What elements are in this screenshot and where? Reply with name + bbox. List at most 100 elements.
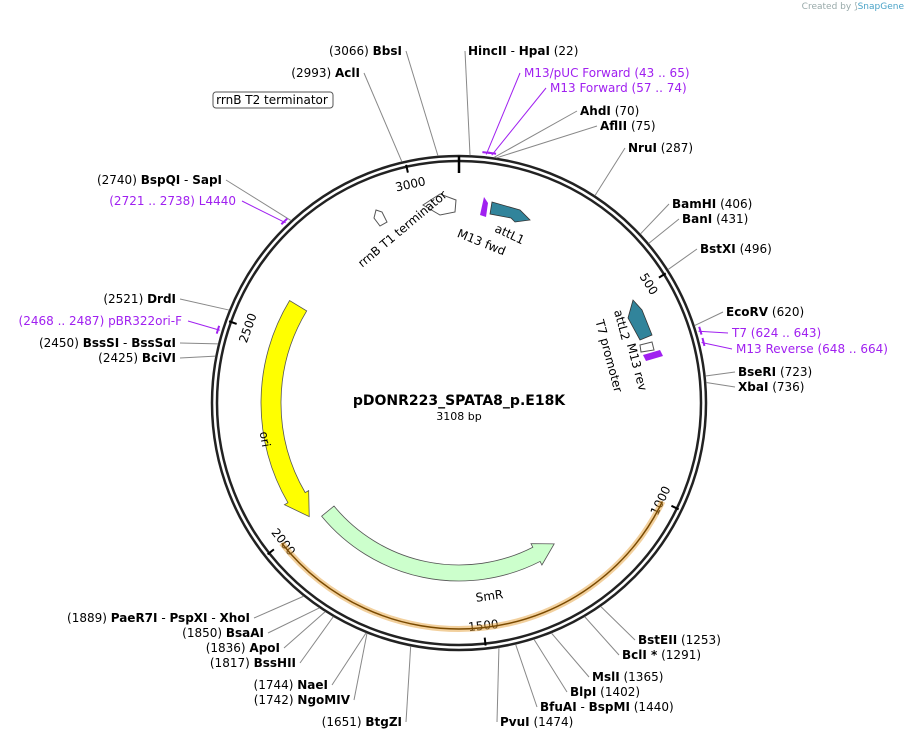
plasmid-length: 3108 bp [436, 410, 481, 423]
feature-ori [260, 300, 310, 518]
site-leader [253, 595, 304, 619]
tick-label: 500 [637, 271, 661, 298]
site-leader [363, 72, 403, 162]
feature-rrnb-t1 [422, 193, 457, 216]
primer-leader [241, 200, 286, 224]
site-leader [493, 110, 578, 158]
site-label: EcoRV (620) [726, 305, 804, 319]
tick-mark [483, 637, 487, 646]
feature-attl1 [489, 201, 531, 223]
site-label: AflII (75) [600, 119, 656, 133]
site-label: BamHI (406) [672, 197, 752, 211]
smr-orf-line [281, 501, 664, 630]
site-label: (2521) DrdI [103, 292, 176, 306]
tick-mark [228, 320, 237, 325]
primer-mark [280, 217, 288, 225]
primer-label: M13 Reverse (648 .. 664) [736, 342, 888, 356]
primer-leader [485, 72, 521, 155]
site-label: HincII - HpaI (22) [468, 44, 578, 58]
primer-mark [487, 151, 497, 155]
feature-m13rev [643, 350, 663, 361]
site-leader [496, 125, 598, 159]
primer-leader [701, 341, 733, 350]
site-label: (2740) BspQI - SapI [97, 173, 222, 187]
site-label: BanI (431) [682, 212, 748, 226]
site-leader [648, 218, 680, 244]
primer-label: (2721 .. 2738) L4440 [109, 194, 236, 208]
site-label: (1850) BsaAI [182, 626, 264, 640]
site-leader [353, 633, 368, 701]
site-label: XbaI (736) [738, 380, 805, 394]
site-leader [600, 606, 636, 641]
site-label: (1836) ApoI [206, 641, 280, 655]
site-leader [405, 646, 412, 723]
site-label: (1889) PaeR7I - PspXI - XhoI [67, 611, 250, 625]
primer-label: T7 (624 .. 643) [731, 326, 821, 340]
feature-smr [321, 505, 555, 582]
site-leader [331, 632, 367, 686]
site-leader [299, 616, 334, 664]
tick-mark [266, 548, 275, 556]
feature-attl2 [627, 299, 653, 341]
site-label: NruI (287) [628, 141, 693, 155]
primer-leader [491, 87, 547, 156]
site-leader [533, 639, 568, 693]
feature-label-smr: SmR [475, 587, 504, 605]
site-leader [551, 632, 590, 678]
site-leader [706, 381, 736, 388]
site-label: (2425) BciVI [98, 351, 176, 365]
site-label: (1742) NgoMIV [254, 693, 351, 707]
site-leader [179, 342, 219, 345]
site-leader [594, 147, 626, 196]
site-leader [694, 311, 724, 327]
primer-label: M13 Forward (57 .. 74) [550, 81, 687, 95]
primer-mark [701, 337, 706, 347]
site-leader [283, 611, 326, 649]
snapgene-credit: Created by ⟆SnapGene [801, 2, 904, 12]
site-label: (2450) BssSI - BssSαI [39, 336, 176, 350]
tick-label: 3000 [394, 174, 427, 194]
tick-label: 1000 [648, 484, 674, 518]
site-label: (2993) AclI [291, 66, 360, 80]
primer-leader [187, 320, 220, 331]
primer-mark [215, 325, 221, 334]
site-label: BstEII (1253) [638, 633, 721, 647]
site-leader [179, 355, 216, 359]
site-leader [667, 248, 698, 270]
site-leader [267, 607, 320, 634]
primer-label: (2468 .. 2487) pBR322ori-F [19, 314, 183, 328]
site-label: BclI * (1291) [622, 648, 701, 662]
tick-mark [658, 272, 667, 279]
feature-label-ori: ori [257, 430, 273, 448]
site-leader [405, 50, 439, 157]
site-label: AhdI (70) [580, 104, 639, 118]
primer-label: M13/pUC Forward (43 .. 65) [524, 66, 690, 80]
site-leader [515, 644, 538, 708]
snapgene-logo-icon: ⟆ [854, 2, 858, 12]
feature-rrnb-t2 [373, 209, 388, 227]
primer-mark [698, 326, 703, 335]
site-leader [705, 371, 736, 377]
site-label: MslI (1365) [592, 670, 663, 684]
site-label: (3066) BbsI [329, 44, 402, 58]
feature-m13fwd [480, 197, 488, 217]
site-leader [464, 50, 471, 156]
tick-label: 2500 [236, 311, 259, 344]
site-leader [584, 616, 620, 656]
primer-leader [698, 330, 729, 334]
feature-label-rrnB_T1: rrnB T1 terminator [355, 188, 450, 271]
site-leader [225, 179, 292, 221]
site-label: BseRI (723) [738, 365, 812, 379]
site-leader [640, 203, 670, 235]
site-label: (1651) BtgZI [322, 715, 402, 729]
site-label: BstXI (496) [700, 242, 772, 256]
site-label: (1817) BssHII [210, 656, 296, 670]
feature-label-rrnb-t2: rrnB T2 terminator [216, 93, 328, 107]
site-label: BfuAI - BspMI (1440) [540, 700, 674, 714]
feature-t7-promoter [639, 341, 655, 353]
tick-mark [670, 504, 680, 511]
site-leader [179, 298, 230, 311]
site-label: BlpI (1402) [570, 685, 640, 699]
rrnb-t2-label-box [212, 91, 334, 109]
